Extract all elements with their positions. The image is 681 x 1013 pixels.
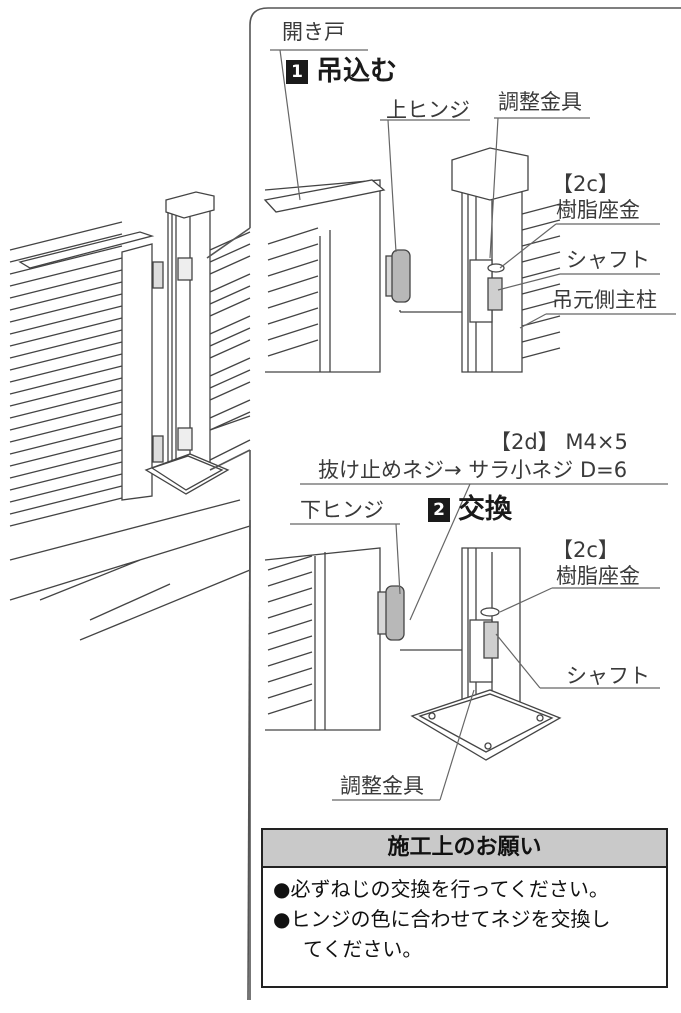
lower-hinge-overview [152,435,164,463]
resin-washer-1 [487,263,505,273]
construction-notice-box: 施工上のお願い ●必ずねじの交換を行ってください。 ●ヒンジの色に合わせてネジを… [261,828,668,988]
label-post: 吊元側主柱 [552,288,657,312]
post-cap-1 [451,147,529,201]
hinge-knuckle-2 [385,585,405,641]
label-lower-hinge: 下ヒンジ [300,498,384,522]
label-resin-washer-bottom: 樹脂座金 [556,564,640,588]
post-cap [165,191,215,219]
label-screw-swap: 抜け止めネジ→ サラ小ネジ D=6 [318,458,628,482]
callout-frame [206,7,681,1000]
notice-line-1: ●必ずねじの交換を行ってください。 [273,877,609,901]
gate-overview [9,191,251,641]
notice-title: 施工上のお願い [263,830,666,868]
step-1-number: 1 [286,59,308,84]
detail-upper-hinge [263,147,561,373]
shaft-1 [487,277,503,311]
label-washer-code-top: 【2c】 [552,172,619,196]
label-shaft-bottom: シャフト [566,664,650,688]
shaft-2 [483,621,499,659]
upper-hinge-overview [152,261,164,289]
hinge-knuckle-1 [391,249,411,303]
door-top-cap-1 [263,179,386,213]
door-stile [121,243,153,501]
resin-washer-2 [480,607,500,617]
step-2-number: 2 [428,497,450,522]
step-2-title: 2 交換 [428,496,512,523]
label-upper-hinge: 上ヒンジ [386,98,470,122]
label-washer-code-bottom: 【2c】 [552,538,619,562]
step-2-label: 交換 [458,494,512,525]
notice-line-3: てください。 [303,937,423,961]
label-shaft-top: シャフト [566,248,650,272]
label-adjust-bracket-top: 調整金具 [498,90,582,114]
detail-lower-hinge [264,547,562,761]
label-door: 開き戸 [282,20,345,44]
step-1-title: 1 吊込む [286,58,397,85]
notice-line-2: ●ヒンジの色に合わせてネジを交換し [273,907,611,931]
leader-lines [270,49,676,801]
door-top-rail [18,231,155,269]
label-resin-washer-top: 樹脂座金 [556,198,640,222]
label-adjust-bracket-bottom: 調整金具 [340,774,424,798]
step-1-label: 吊込む [316,56,397,87]
label-screw-code: 【2d】 M4×5 [490,430,628,454]
